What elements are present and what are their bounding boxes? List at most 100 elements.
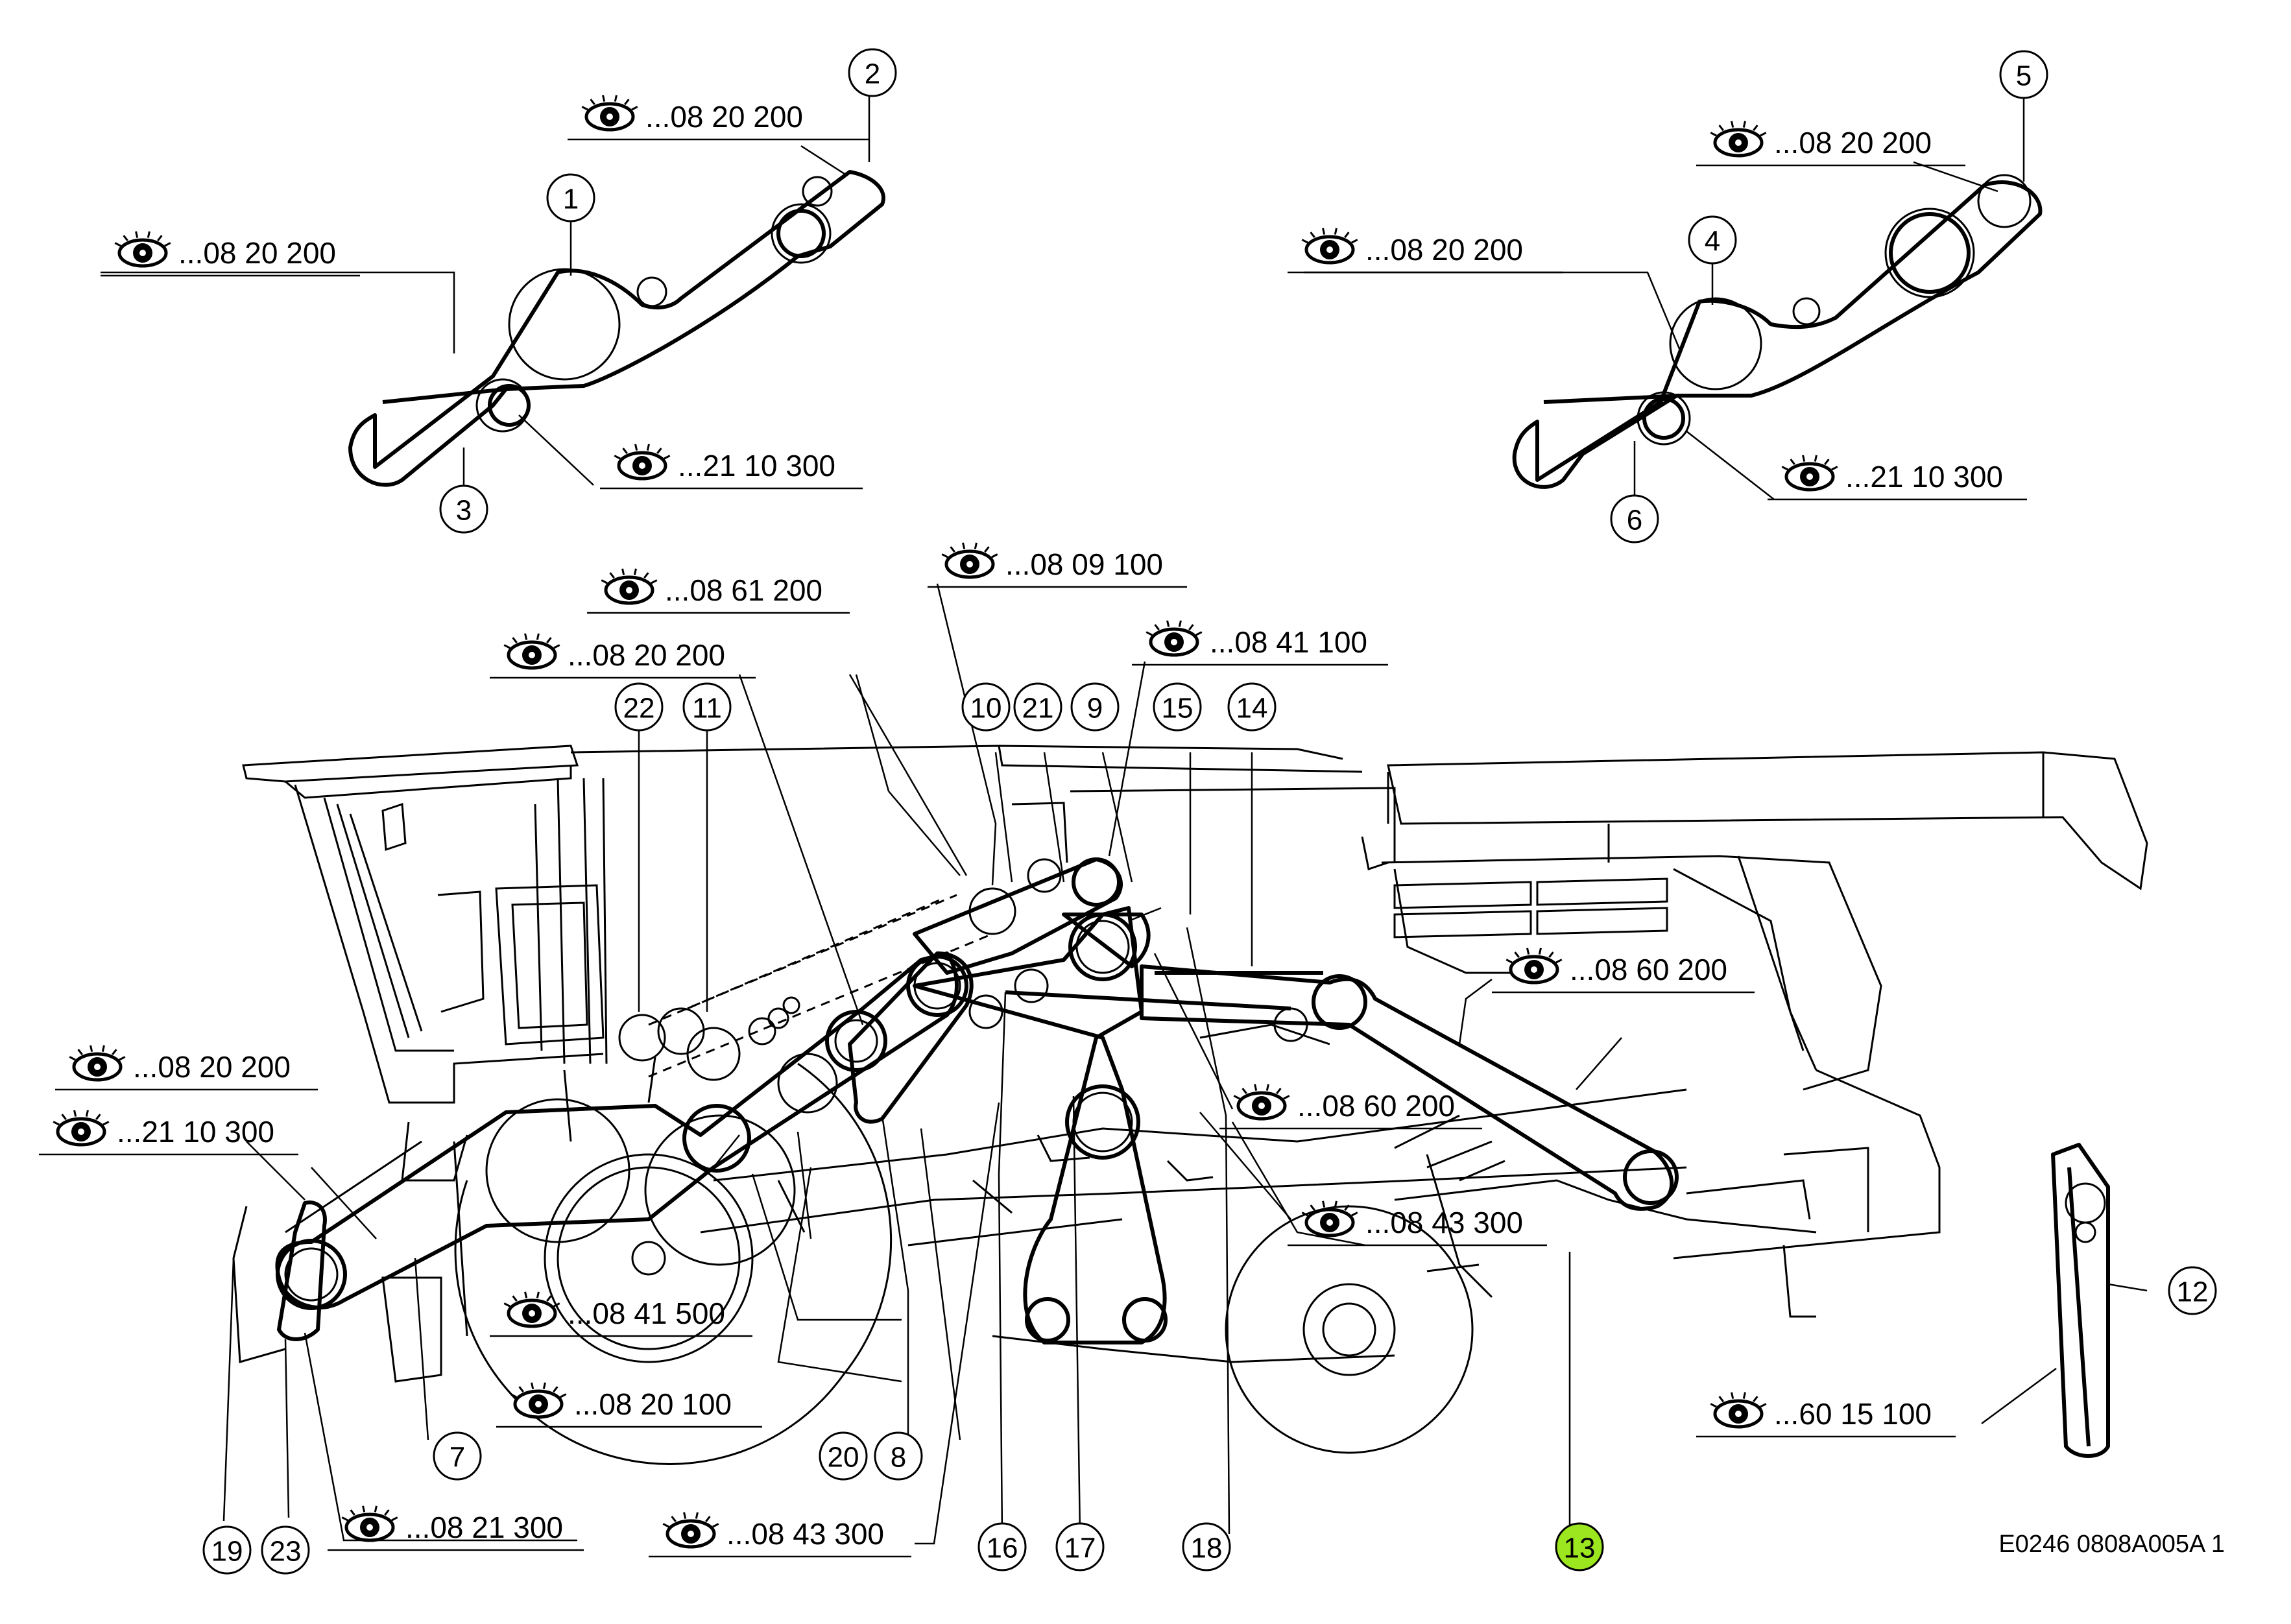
callout-17: 17 [1055, 1522, 1105, 1571]
reference-label: ...08 41 100 [1132, 620, 1388, 666]
reference-label: ...08 20 200 [568, 95, 869, 141]
reference-label: ...08 20 200 [101, 231, 360, 277]
callout-15: 15 [1153, 682, 1202, 732]
belt-group-top-left [348, 170, 885, 487]
reference-text: ...60 15 100 [1774, 1397, 1932, 1431]
eye-icon [601, 568, 658, 605]
callout-22: 22 [614, 682, 664, 732]
reference-text: ...08 60 200 [1570, 953, 1727, 986]
eye-icon [503, 633, 560, 670]
eye-icon [341, 1505, 398, 1542]
callout-number: 5 [2016, 60, 2032, 92]
callout-number: 3 [456, 495, 472, 527]
reference-label: ...60 15 100 [1696, 1392, 1956, 1438]
callout-number: 14 [1236, 693, 1268, 724]
eye-icon [69, 1045, 126, 1082]
reference-label: ...08 20 200 [1696, 121, 1965, 167]
eye-icon [503, 1291, 560, 1328]
callout-number: 7 [450, 1442, 465, 1474]
callout-10: 10 [961, 682, 1011, 732]
callout-number: 2 [865, 58, 880, 90]
callout-19: 19 [202, 1525, 252, 1575]
reference-label: ...21 10 300 [1768, 455, 2027, 501]
reference-text: ...08 20 200 [568, 638, 725, 672]
reference-text: ...08 21 300 [405, 1511, 563, 1544]
callout-8: 8 [874, 1431, 923, 1481]
reference-labels: ...08 20 200 ...08 20 200 ...21 10 300 ...0… [39, 95, 2027, 1558]
eye-icon [1301, 228, 1358, 265]
callout-6: 6 [1610, 494, 1659, 543]
callout-number: 16 [987, 1533, 1018, 1564]
drive-belts [275, 170, 2110, 1458]
callout-number: 13 [1564, 1533, 1596, 1564]
callout-number: 21 [1022, 693, 1054, 724]
eye-icon [1710, 121, 1767, 158]
callout-number: 1 [563, 184, 579, 215]
callout-20: 20 [819, 1431, 868, 1481]
figure-code: E0246 0808A005A 1 [1998, 1531, 2225, 1558]
reference-label: ...08 21 300 [328, 1505, 584, 1551]
belt-group-top-right [1512, 174, 2043, 489]
callout-number: 8 [891, 1442, 906, 1474]
reference-label: ...21 10 300 [39, 1110, 298, 1156]
reference-text: ...08 20 200 [1365, 233, 1523, 267]
callout-13: 13 [1555, 1522, 1604, 1571]
eye-icon [510, 1382, 567, 1419]
reference-label: ...08 09 100 [928, 542, 1187, 588]
callout-16: 16 [978, 1522, 1027, 1571]
eye-icon [581, 95, 638, 132]
reference-text: ...08 20 200 [645, 100, 803, 134]
reference-label: ...08 20 200 [490, 633, 756, 679]
callout-18: 18 [1182, 1522, 1231, 1571]
machine-outline [232, 745, 2148, 1383]
callout-21: 21 [1013, 682, 1062, 732]
callout-number: 22 [623, 693, 655, 724]
reference-text: ...08 20 200 [178, 236, 336, 270]
callout-11: 11 [682, 682, 732, 732]
eye-icon [614, 444, 671, 481]
reference-text: ...08 43 300 [1365, 1206, 1523, 1239]
reference-label: ...08 60 200 [1219, 1084, 1482, 1130]
reference-text: ...21 10 300 [117, 1115, 274, 1149]
reference-label: ...21 10 300 [600, 444, 863, 490]
eye-icon [53, 1110, 110, 1147]
callout-2: 2 [848, 48, 897, 97]
rear-wheel [1225, 1205, 1474, 1454]
callout-number: 9 [1087, 693, 1103, 724]
reference-text: ...08 60 200 [1297, 1089, 1455, 1123]
reference-label: ...08 41 500 [490, 1291, 752, 1337]
callout-number: 18 [1191, 1533, 1223, 1564]
main-belts [275, 857, 2110, 1458]
reference-text: ...08 20 100 [574, 1387, 732, 1421]
reference-text: ...08 41 100 [1210, 625, 1367, 659]
eye-icon [1301, 1200, 1358, 1237]
eye-icon [1710, 1392, 1767, 1429]
reference-label: ...08 43 300 [1288, 1200, 1547, 1247]
reference-text: ...21 10 300 [1845, 460, 2003, 494]
callout-number: 12 [2177, 1276, 2209, 1308]
callout-12: 12 [2168, 1266, 2217, 1315]
leader-lines [101, 88, 2148, 1545]
reference-label: ...08 20 200 [1288, 228, 1563, 274]
eye-icon [662, 1512, 719, 1549]
callout-3: 3 [439, 484, 488, 534]
reference-label: ...08 20 200 [55, 1045, 318, 1091]
eye-icon [114, 231, 171, 268]
reference-text: ...08 09 100 [1005, 547, 1163, 581]
reference-text: ...08 20 200 [1774, 126, 1932, 160]
reference-label: ...08 20 100 [496, 1382, 762, 1428]
reference-text: ...08 20 200 [133, 1050, 291, 1084]
eye-icon [1505, 948, 1563, 985]
callout-number: 4 [1705, 226, 1720, 257]
callout-number: 20 [828, 1442, 859, 1474]
reference-label: ...08 43 300 [649, 1512, 911, 1558]
reference-text: ...21 10 300 [678, 449, 835, 483]
callout-number: 6 [1627, 505, 1642, 536]
eye-icon [1233, 1084, 1290, 1121]
callout-number: 23 [270, 1536, 302, 1568]
callout-5: 5 [1999, 50, 2048, 99]
eye-icon [941, 542, 998, 579]
